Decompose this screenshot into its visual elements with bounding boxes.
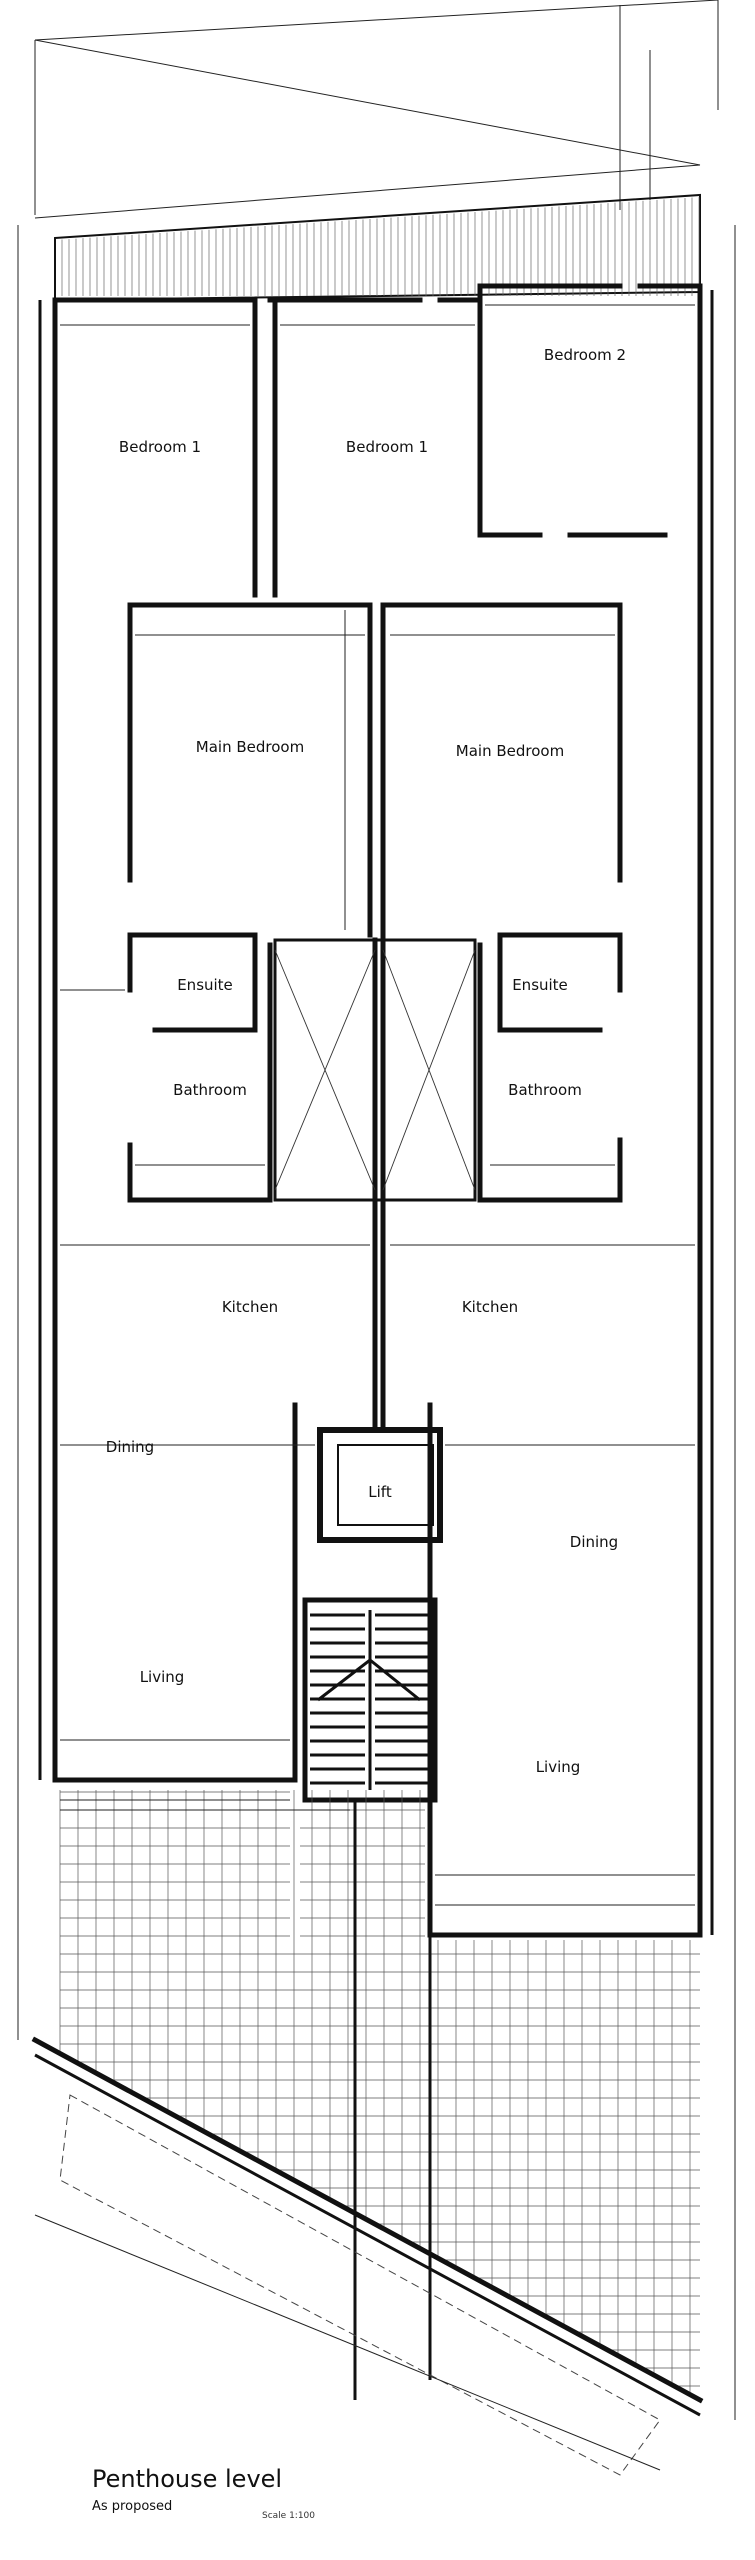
plan-scale: Scale 1:100	[262, 2511, 316, 2521]
room-labels: Bedroom 1 Bedroom 1 Bedroom 2 Main Bedro…	[106, 346, 626, 1776]
room-label: Bathroom	[173, 1081, 247, 1099]
room-label: Ensuite	[512, 976, 568, 994]
room-label: Kitchen	[462, 1298, 518, 1316]
room-label: Living	[140, 1668, 185, 1686]
room-label: Main Bedroom	[196, 738, 304, 756]
site-boundary-lines	[17, 0, 736, 2420]
room-label: Bathroom	[508, 1081, 582, 1099]
room-label: Bedroom 1	[119, 438, 201, 456]
shaft-cross	[274, 949, 476, 1191]
plan-title: Penthouse level	[92, 2465, 283, 2493]
bottom-terrace	[59, 1790, 700, 2400]
title-block: Penthouse level As proposed Scale 1:100	[92, 2465, 315, 2521]
plan-subtitle: As proposed	[92, 2499, 173, 2514]
room-label: Dining	[106, 1438, 154, 1456]
staircase	[302, 1597, 438, 1803]
room-label: Lift	[368, 1483, 392, 1501]
room-label: Ensuite	[177, 976, 233, 994]
interior-walls	[127, 297, 668, 1543]
room-label: Dining	[570, 1533, 618, 1551]
room-label: Bedroom 2	[544, 346, 626, 364]
dimension-lines	[60, 304, 695, 1906]
room-label: Living	[536, 1758, 581, 1776]
room-label: Main Bedroom	[456, 742, 564, 760]
room-label: Kitchen	[222, 1298, 278, 1316]
room-label: Bedroom 1	[346, 438, 428, 456]
bottom-boundary	[31, 2036, 704, 2476]
top-terrace	[54, 193, 701, 302]
